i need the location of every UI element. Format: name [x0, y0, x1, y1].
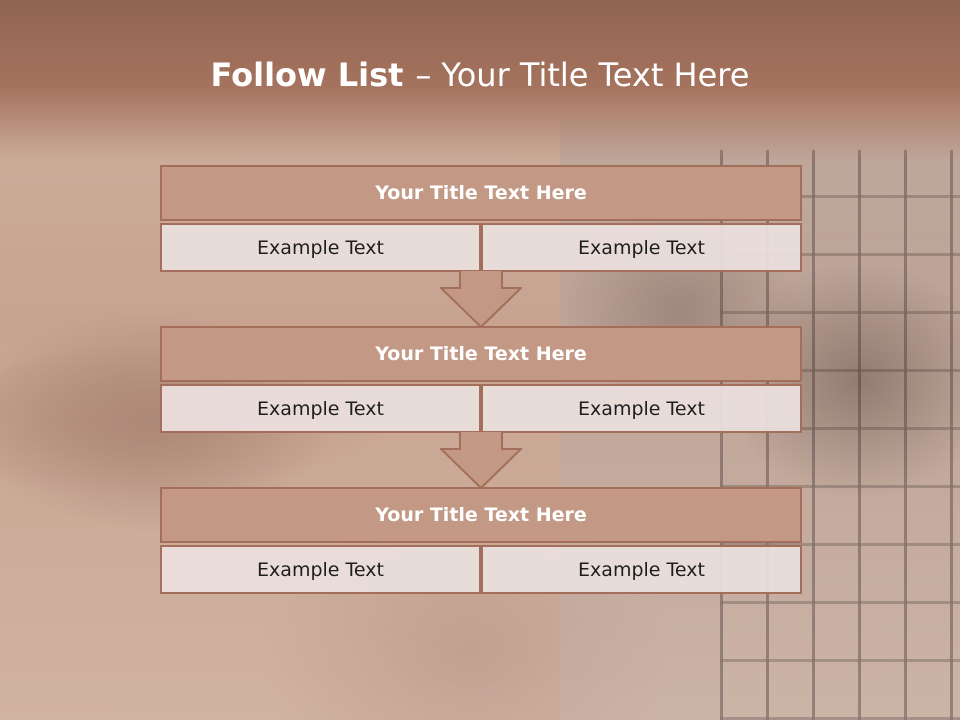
flow-block-3[interactable]: Your Title Text Here Example Text Exampl…	[160, 487, 802, 594]
block-cell-left[interactable]: Example Text	[160, 384, 481, 433]
slide-title-bold: Follow List	[210, 56, 404, 94]
block-cell-right[interactable]: Example Text	[481, 545, 802, 594]
down-arrow-icon	[440, 431, 522, 489]
slide-title-separator: –	[415, 56, 432, 94]
block-cell-left[interactable]: Example Text	[160, 223, 481, 272]
slide-title-rest: Your Title Text Here	[441, 56, 750, 94]
block-cell-left[interactable]: Example Text	[160, 545, 481, 594]
flow-block-2[interactable]: Your Title Text Here Example Text Exampl…	[160, 326, 802, 433]
flow-block-1[interactable]: Your Title Text Here Example Text Exampl…	[160, 165, 802, 272]
block-title[interactable]: Your Title Text Here	[160, 165, 802, 221]
block-cell-right[interactable]: Example Text	[481, 384, 802, 433]
header-band	[0, 0, 960, 160]
block-title[interactable]: Your Title Text Here	[160, 487, 802, 543]
block-title[interactable]: Your Title Text Here	[160, 326, 802, 382]
slide-title[interactable]: Follow List–Your Title Text Here	[0, 56, 960, 94]
down-arrow-icon	[440, 270, 522, 328]
block-cell-right[interactable]: Example Text	[481, 223, 802, 272]
